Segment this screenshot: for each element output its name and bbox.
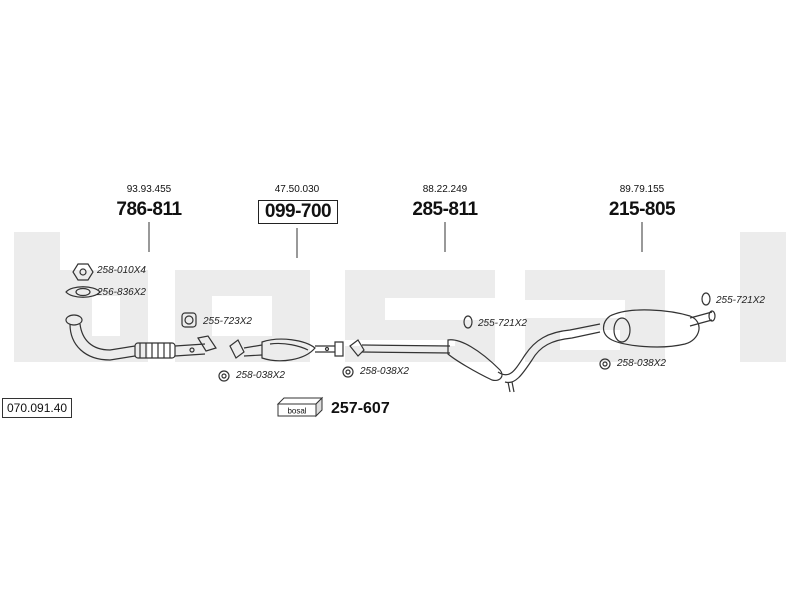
nut-icon <box>599 358 611 370</box>
fitting-label: 258-038X2 <box>617 358 666 369</box>
oe-number-4: 89.79.155 <box>619 184 665 195</box>
nut-icon <box>218 370 230 382</box>
rubber-mount-icon <box>181 312 197 328</box>
catalog-number: 070.091.40 <box>2 398 73 418</box>
part-number-4: 215-805 <box>608 199 676 220</box>
mounting-kit-number: 257-607 <box>331 400 390 417</box>
rear-silencer <box>602 309 716 348</box>
catalytic-converter <box>229 338 344 362</box>
oe-number-3: 88.22.249 <box>422 184 468 195</box>
badge-text: bosal <box>287 407 306 416</box>
fitting-label: 256-836X2 <box>97 287 146 298</box>
oe-number-2: 47.50.030 <box>274 184 320 195</box>
fitting-label: 258-038X2 <box>360 366 409 377</box>
fitting-label: 258-010X4 <box>97 265 146 276</box>
part-number-2: 099-700 <box>258 200 338 224</box>
gasket-icon <box>65 286 101 298</box>
rubber-ring-icon <box>701 292 711 306</box>
nut-icon <box>342 366 354 378</box>
fitting-label: 255-721X2 <box>716 295 765 306</box>
front-pipe <box>65 314 217 361</box>
part-number-3: 285-811 <box>412 199 478 220</box>
fitting-label: 255-721X2 <box>478 318 527 329</box>
part-number-1: 786-811 <box>116 199 182 220</box>
oe-number-1: 93.93.455 <box>126 184 172 195</box>
rubber-ring-icon <box>463 315 473 329</box>
fitting-label: 255-723X2 <box>203 316 252 327</box>
middle-silencer <box>349 323 601 393</box>
fitting-label: 258-038X2 <box>236 370 285 381</box>
nut-icon <box>72 263 94 281</box>
mounting-kit-badge: bosal <box>276 396 324 418</box>
